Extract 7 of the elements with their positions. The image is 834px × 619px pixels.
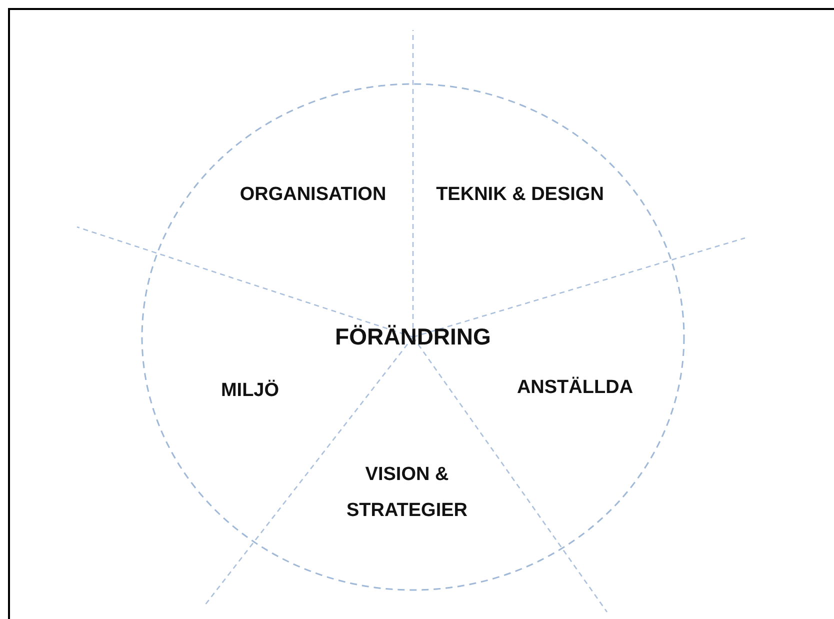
- center-label: FÖRÄNDRING: [335, 324, 491, 350]
- sector-label: ORGANISATION: [240, 184, 386, 206]
- sector-label: VISION & STRATEGIER: [345, 462, 469, 523]
- sector-label: TEKNIK & DESIGN: [436, 184, 604, 206]
- dashed-circle: [141, 83, 685, 591]
- sector-label: MILJÖ: [220, 380, 280, 402]
- sector-label: ANSTÄLLDA: [516, 377, 634, 399]
